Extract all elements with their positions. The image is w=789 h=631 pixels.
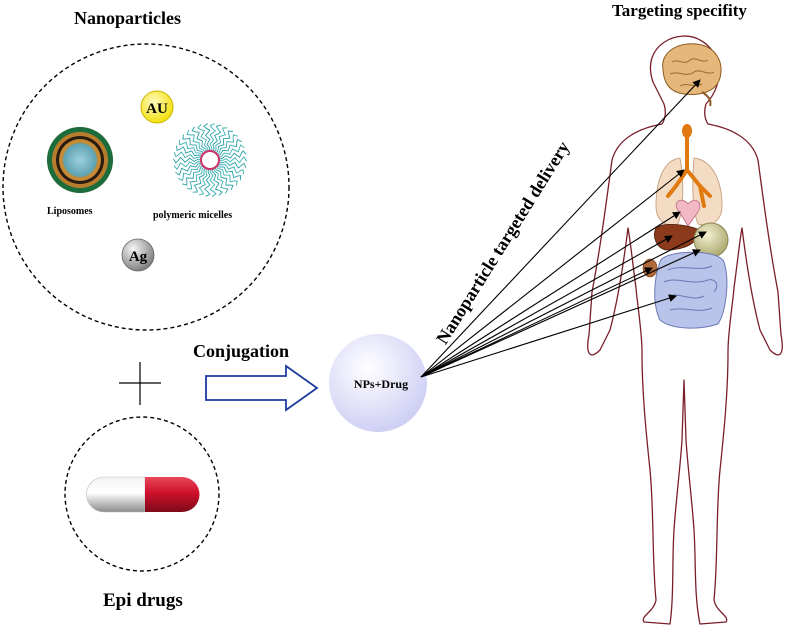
gallbladder-icon — [642, 258, 658, 278]
nanoparticles-title: Nanoparticles — [74, 8, 181, 28]
human-body-outline — [587, 35, 783, 625]
np-drug-label: NPs+Drug — [354, 377, 408, 391]
np-drug-sphere: NPs+Drug — [329, 334, 427, 432]
epi-drugs-label: Epi drugs — [103, 590, 183, 611]
liposome-icon — [47, 127, 113, 193]
micelles-label: polymeric micelles — [153, 210, 233, 221]
targeting-arrows — [420, 79, 707, 378]
gold-nanoparticle: AU — [140, 90, 174, 124]
liver-icon — [654, 224, 701, 251]
silver-nanoparticle: Ag — [121, 238, 155, 272]
conjugation-arrow — [205, 364, 319, 412]
polymeric-micelle-icon — [173, 123, 247, 197]
liposomes-label: Liposomes — [47, 206, 93, 217]
conjugation-label: Conjugation — [193, 341, 290, 361]
stomach-icon — [693, 222, 729, 258]
targeting-specificity-title: Targeting specifity — [612, 1, 747, 20]
heart-icon — [675, 199, 701, 227]
plus-icon — [119, 362, 161, 405]
intestine-icon — [654, 251, 728, 329]
epi-drugs-dashed-circle — [64, 416, 220, 572]
capsule-icon — [86, 476, 200, 513]
gold-label: AU — [146, 101, 168, 117]
nanoparticles-dashed-circle — [2, 43, 290, 331]
silver-label: Ag — [129, 249, 148, 265]
